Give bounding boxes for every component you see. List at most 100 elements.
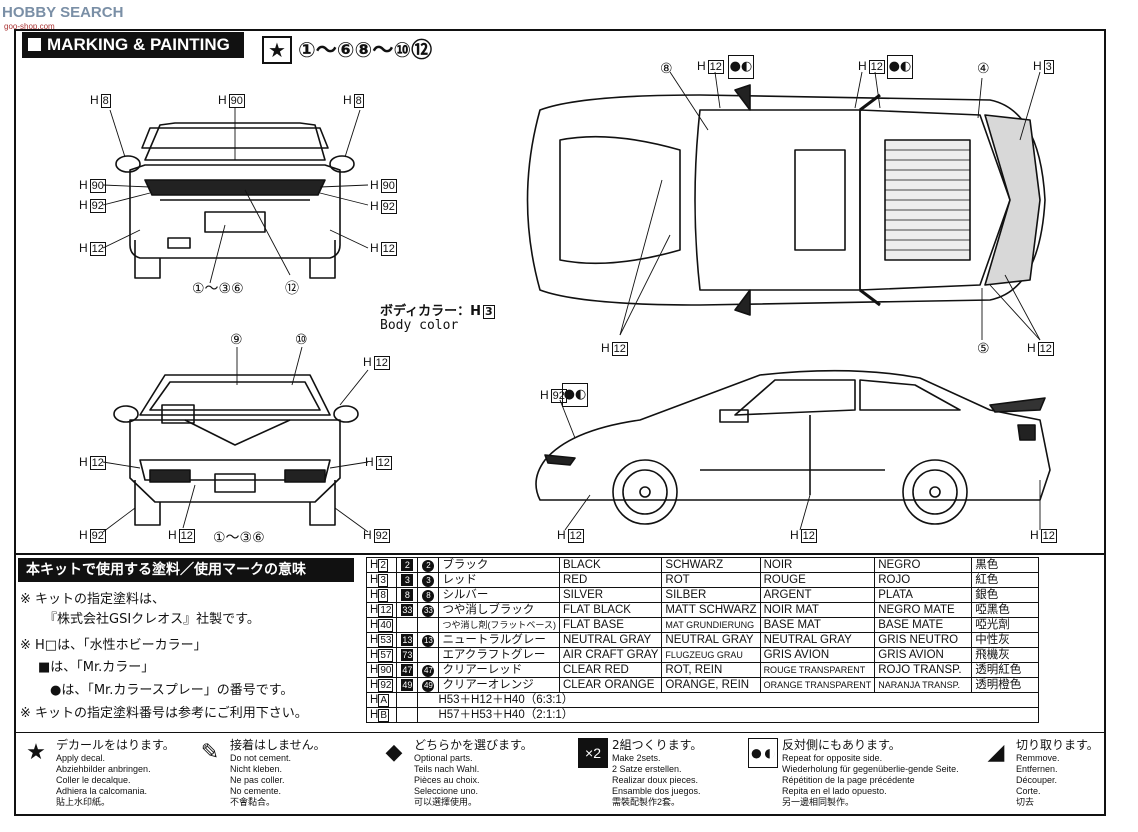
make-two-icon: ×2 [578,738,608,768]
paint-cell: NEGRO MATE [874,602,973,618]
legend-line: Entfernen. [1016,764,1058,774]
paint-cell: ORANGE TRANSPARENT [759,677,876,693]
paint-cell: NOIR MAT [759,602,876,618]
legend-jp: どちらかを選びます。 [414,738,533,752]
paint-cell: ブラック [438,557,560,573]
decal-callout-1-3-6-front: ①～③⑥ [213,529,265,545]
kit-note-2b: ■は、「Mr.カラー」 [38,660,155,675]
paint-cell: つや消しブラック [438,602,560,618]
watermark: HOBBY SEARCH [2,4,123,21]
paint-cell: ニュートラルグレー [438,632,560,648]
paint-cell: 3 [417,572,440,588]
legend-line: Adhiera la calcomania. [56,786,148,796]
legend-line: No cemente. [230,786,282,796]
paint-cell [417,647,440,663]
kit-note-2a: ※ H□は、「水性ホビーカラー」 [20,638,207,653]
legend-line: Apply decal. [56,753,106,763]
paint-cell: MATT SCHWARZ [661,602,761,618]
paint-cell: GRIS NEUTRO [874,632,973,648]
legend-line: Répétition de la page précédente [782,775,915,785]
opposite-side-icon: ●◐ [887,55,913,79]
paint-cell: 透明紅色 [971,662,1040,678]
mix-empty-cell [396,707,419,723]
decal-callout-1-3-6-rear: ①～③⑥ [192,280,244,296]
paint-cell: クリアーレッド [438,662,560,678]
paint-cell [417,617,440,633]
paint-cell: 73 [396,647,419,663]
paint-cell: NOIR [759,557,876,573]
legend-item: ◢切り取ります。Remmove.Entfernen.Découper.Corte… [982,738,1099,808]
paint-cell: 49 [396,677,419,693]
watermark-site: goo-shop.com [4,22,55,31]
star-decal-icon: ★ [262,36,292,64]
paint-cell: BASE MATE [874,617,973,633]
opposite-side-icon: ●◐ [728,55,754,79]
opposite-side-icon: ●◐ [562,383,588,407]
section-divider [16,553,1104,555]
paint-cell: 黒色 [971,557,1040,573]
paint-cell: SILBER [661,587,761,603]
legend-line: Repeat for opposite side. [782,753,883,763]
watermark-brand: HOBBY SEARCH [2,4,124,21]
paint-cell: 飛機灰 [971,647,1040,663]
legend-line: 不會黏合。 [230,797,276,807]
paint-cell: 啞光劑 [971,617,1040,633]
paint-cell: 3 [396,572,419,588]
legend-jp: 切り取ります。 [1016,738,1099,752]
paint-cell: 銀色 [971,587,1040,603]
legend-item: ✎接着はしません。Do not cement.Nicht kleben.Ne p… [196,738,326,808]
legend-item: ★デカールをはります。Apply decal.Abziehbilder anbr… [22,738,175,808]
paint-cell: ORANGE, REIN [661,677,761,693]
paint-cell: SILVER [558,587,663,603]
front-view-car [113,374,359,526]
legend-line: Pièces au choix. [414,775,480,785]
kit-note-3: ※ キットの指定塗料番号は参考にご利用下さい。 [20,706,308,721]
legend-jp: 接着はしません。 [230,738,326,752]
paint-cell: 透明橙色 [971,677,1040,693]
legend-line: Seleccione uno. [414,786,479,796]
legend-line: 需裝配製作2套。 [612,797,681,807]
body-color-en: Body color [380,318,459,333]
paint-cell: FLAT BLACK [558,602,663,618]
paint-cell: GRIS AVION [874,647,973,663]
legend-jp: 反対側にもあります。 [782,738,901,752]
legend-line: Ensamble dos juegos. [612,786,701,796]
section-header: MARKING & PAINTING [22,32,244,58]
legend-item: ●◐反対側にもあります。Repeat for opposite side.Wie… [748,738,959,808]
star-decal-icon: ★ [26,739,46,764]
legend-line: Découper. [1016,775,1058,785]
paint-cell: ROT [661,572,761,588]
legend-line: 可以選擇使用。 [414,797,478,807]
cut-off-icon: ◢ [987,739,1005,764]
paint-cell: NEUTRAL GRAY [558,632,663,648]
decal-callout-10: ⑩ [295,331,308,347]
instruction-frame [14,29,1106,816]
legend-item: ◆どちらかを選びます。Optional parts.Teils nach Wah… [380,738,533,808]
legend-line: Make 2sets. [612,753,661,763]
